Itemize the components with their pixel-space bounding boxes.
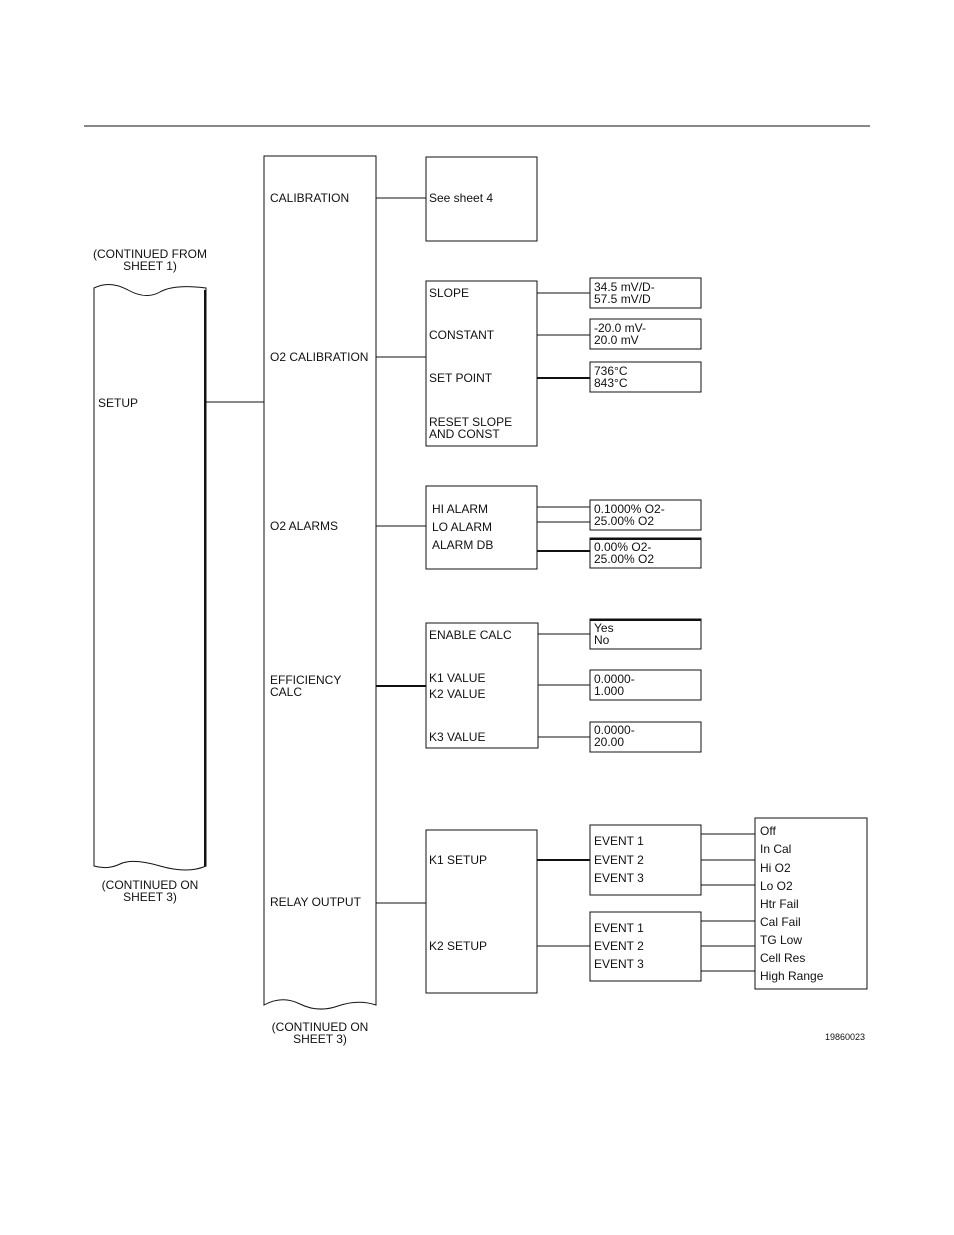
event-option: High Range	[760, 969, 824, 983]
o2-calibration-box	[425, 280, 538, 447]
calibration-box	[425, 156, 538, 242]
k3-range-line2: 20.00	[594, 735, 624, 749]
relay-output-box	[425, 829, 538, 994]
event-options-box	[754, 817, 868, 990]
slope-range-line2: 57.5 mV/D	[594, 292, 651, 306]
relay-k1-setup: K1 SETUP	[429, 853, 487, 867]
k1k2-range-line1: 0.0000-	[594, 672, 635, 686]
k2-event-2: EVENT 2	[594, 939, 644, 953]
menu-item-o2-alarms: O2 ALARMS	[270, 519, 338, 533]
k1-event-3: EVENT 3	[594, 871, 644, 885]
event-option: Lo O2	[760, 879, 793, 893]
eff-k2-value: K2 VALUE	[429, 687, 485, 701]
alarm-db-range-line1: 0.00% O2-	[594, 540, 651, 554]
calibration-see-sheet: See sheet 4	[429, 191, 493, 205]
event-option: TG Low	[760, 933, 802, 947]
k2-event-3: EVENT 3	[594, 957, 644, 971]
eff-enable-calc: ENABLE CALC	[429, 628, 512, 642]
k1-events-box	[589, 824, 702, 896]
continued-on-mid-line2: SHEET 3)	[293, 1032, 347, 1046]
o2cal-reset-line1: RESET SLOPE	[429, 415, 512, 429]
alarm-range-line1: 0.1000% O2-	[594, 502, 665, 516]
constant-range-line1: -20.0 mV-	[594, 321, 646, 335]
alarms-hi: HI ALARM	[432, 502, 488, 516]
constant-range-line2: 20.0 mV	[594, 333, 639, 347]
enable-options-box	[589, 618, 702, 650]
setup-label: SETUP	[98, 396, 138, 410]
event-option: Off	[760, 824, 776, 838]
k1-event-2: EVENT 2	[594, 853, 644, 867]
menu-item-efficiency-calc-line2: CALC	[270, 685, 302, 699]
constant-range-box	[589, 318, 702, 350]
setpoint-range-line1: 736°C	[594, 364, 628, 378]
alarm-range-line2: 25.00% O2	[594, 514, 654, 528]
o2-alarms-box	[425, 485, 538, 570]
alarms-lo: LO ALARM	[432, 520, 492, 534]
menu-item-efficiency-calc-line1: EFFICIENCY	[270, 673, 341, 687]
setpoint-range-line2: 843°C	[594, 376, 628, 390]
menu-item-relay-output: RELAY OUTPUT	[270, 895, 362, 909]
k1-event-1: EVENT 1	[594, 834, 644, 848]
slope-range-box	[589, 277, 702, 309]
event-option: In Cal	[760, 842, 791, 856]
k1k2-range-box	[589, 669, 702, 701]
figure-number: 19860023	[825, 1032, 865, 1042]
relay-k2-setup: K2 SETUP	[429, 939, 487, 953]
continued-on-left-line1: (CONTINUED ON	[102, 878, 199, 892]
o2cal-set-point: SET POINT	[429, 371, 493, 385]
enable-no: No	[594, 633, 610, 647]
event-option: Hi O2	[760, 861, 791, 875]
k1k2-range-line2: 1.000	[594, 684, 624, 698]
menu-item-o2-calibration: O2 CALIBRATION	[270, 350, 368, 364]
k3-range-line1: 0.0000-	[594, 723, 635, 737]
k2-events-box	[589, 911, 702, 982]
o2cal-constant: CONSTANT	[429, 328, 495, 342]
k2-event-1: EVENT 1	[594, 921, 644, 935]
continued-from-line2: SHEET 1)	[123, 259, 177, 273]
event-option: Cal Fail	[760, 915, 801, 929]
menu-column	[263, 155, 377, 1010]
alarms-db: ALARM DB	[432, 538, 493, 552]
eff-k3-value: K3 VALUE	[429, 730, 485, 744]
continued-on-mid-line1: (CONTINUED ON	[272, 1020, 369, 1034]
setup-column	[93, 284, 207, 871]
slope-range-line1: 34.5 mV/D-	[594, 280, 655, 294]
eff-k1-value: K1 VALUE	[429, 671, 485, 685]
o2cal-slope: SLOPE	[429, 286, 469, 300]
o2cal-reset-line2: AND CONST	[429, 427, 500, 441]
setpoint-range-box	[589, 361, 702, 393]
event-option: Cell Res	[760, 951, 805, 965]
event-option: Htr Fail	[760, 897, 799, 911]
continued-from-line1: (CONTINUED FROM	[93, 247, 207, 261]
efficiency-calc-box	[425, 622, 539, 749]
k3-range-box	[589, 721, 702, 753]
alarm-db-range-line2: 25.00% O2	[594, 552, 654, 566]
menu-item-calibration: CALIBRATION	[270, 191, 349, 205]
enable-yes: Yes	[594, 621, 614, 635]
continued-on-left-line2: SHEET 3)	[123, 890, 177, 904]
alarm-range-box	[589, 499, 702, 531]
